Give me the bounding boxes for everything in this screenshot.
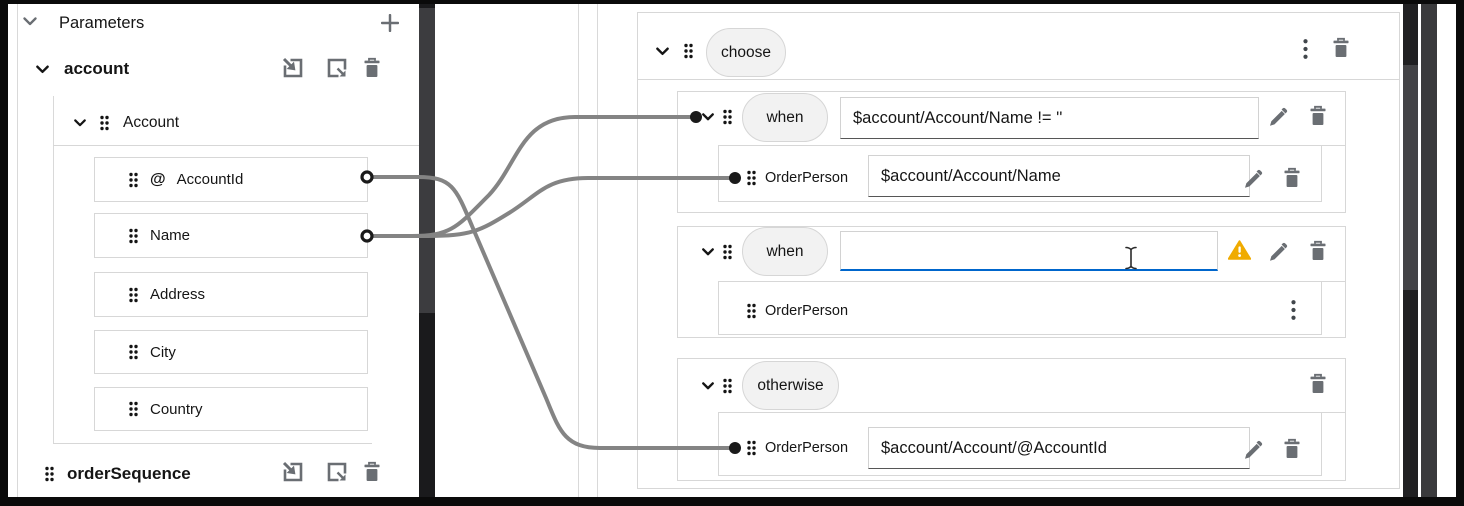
choose-delete-trash-icon[interactable] [1329, 36, 1353, 60]
when-2-delete-trash-icon[interactable] [1306, 239, 1330, 263]
tree-field-city[interactable]: City [94, 330, 368, 374]
when-2-node-pill[interactable]: when [742, 227, 828, 276]
parameters-panel-border [17, 4, 18, 497]
account-node-underline [53, 145, 419, 146]
orderperson-1-value-input[interactable] [868, 155, 1250, 197]
account-collapse-chevron-icon[interactable] [34, 63, 51, 76]
choose-node-pill[interactable]: choose [706, 28, 786, 77]
param-ordersequence-label: orderSequence [67, 464, 191, 483]
orderperson-2-label: OrderPerson [765, 303, 849, 319]
orderperson-3-label: OrderPerson [765, 440, 849, 456]
otherwise-node-pill[interactable]: otherwise [742, 361, 839, 410]
when-2-condition-input[interactable] [840, 231, 1218, 271]
grip-icon[interactable] [128, 344, 139, 360]
grip-icon[interactable] [722, 109, 733, 125]
panel-gap [1418, 4, 1421, 497]
tree-field-name[interactable]: Name [94, 213, 368, 258]
tree-node-account[interactable]: Account [74, 105, 179, 141]
when-1-delete-trash-icon[interactable] [1306, 104, 1330, 128]
docked-panel-edge [1421, 4, 1437, 497]
attribute-marker: @ [150, 170, 166, 188]
export-schema-icon[interactable] [325, 56, 349, 80]
when-1-edit-pencil-icon[interactable] [1266, 104, 1290, 128]
grip-icon[interactable] [746, 303, 757, 319]
tree-field-country[interactable]: Country [94, 387, 368, 431]
otherwise-delete-trash-icon[interactable] [1306, 372, 1330, 396]
grip-icon[interactable] [99, 115, 110, 131]
grip-icon[interactable] [722, 244, 733, 260]
choose-chevron-icon[interactable] [653, 45, 671, 58]
export-schema-icon[interactable] [325, 460, 349, 484]
import-schema-icon[interactable] [281, 56, 305, 80]
otherwise-separator [718, 412, 1346, 413]
docked-panel-strip [1437, 4, 1456, 497]
when-2-separator [718, 281, 1346, 282]
target-tree-guide-line [578, 4, 579, 497]
text-cursor-icon [1124, 246, 1138, 270]
account-node-chevron-icon[interactable] [74, 119, 86, 127]
tree-field-label: Name [150, 227, 191, 244]
when-1-separator [718, 145, 1346, 146]
when-1-node-pill[interactable]: when [742, 93, 828, 142]
grip-icon[interactable] [683, 43, 694, 59]
when-1-chevron-icon[interactable] [700, 111, 716, 123]
when-2-chevron-icon[interactable] [700, 246, 716, 258]
import-schema-icon[interactable] [281, 460, 305, 484]
orderperson-1-card [718, 146, 1322, 202]
orderperson-3-delete-trash-icon[interactable] [1280, 437, 1304, 461]
grip-icon[interactable] [128, 401, 139, 417]
tree-field-address[interactable]: Address [94, 272, 368, 317]
when-2-edit-pencil-icon[interactable] [1266, 239, 1290, 263]
delete-account-trash-icon[interactable] [360, 56, 384, 80]
left-panel-scrollbar-thumb[interactable] [419, 8, 435, 313]
orderperson-3-edit-pencil-icon[interactable] [1241, 437, 1265, 461]
mapping-panel-scrollbar-thumb[interactable] [1403, 65, 1418, 290]
when-1-condition-input[interactable] [840, 97, 1259, 139]
tree-field-accountid[interactable]: @ AccountId [94, 157, 368, 202]
grip-icon[interactable] [128, 172, 139, 188]
target-tree-guide-line [597, 4, 598, 497]
grip-icon[interactable] [746, 170, 757, 186]
choose-kebab-menu-icon[interactable] [1298, 36, 1312, 62]
grip-icon[interactable] [128, 228, 139, 244]
orderperson-2-kebab-menu-icon[interactable] [1286, 297, 1300, 323]
tree-field-label: Address [150, 286, 206, 303]
add-parameter-button[interactable] [379, 12, 401, 34]
tree-node-account-label: Account [123, 114, 180, 131]
subtree-bottom-line [53, 443, 372, 444]
warning-icon [1228, 240, 1251, 260]
grip-icon[interactable] [128, 287, 139, 303]
otherwise-chevron-icon[interactable] [700, 380, 716, 392]
subtree-guide-line [53, 96, 54, 443]
orderperson-3-value-input[interactable] [868, 427, 1250, 469]
tree-field-label: AccountId [176, 171, 244, 188]
orderperson-1-edit-pencil-icon[interactable] [1241, 166, 1265, 190]
delete-ordersequence-trash-icon[interactable] [360, 460, 384, 484]
grip-icon[interactable] [746, 440, 757, 456]
parameters-title: Parameters [59, 14, 145, 32]
grip-icon[interactable] [44, 466, 55, 482]
param-account-label: account [64, 59, 130, 78]
orderperson-1-delete-trash-icon[interactable] [1280, 166, 1304, 190]
orderperson-1-label: OrderPerson [765, 170, 849, 186]
tree-field-label: City [150, 343, 176, 361]
choose-row-separator [637, 79, 1400, 80]
tree-field-label: Country [150, 400, 203, 418]
parameters-collapse-chevron-icon[interactable] [21, 14, 39, 28]
param-ordersequence[interactable]: orderSequence [44, 460, 191, 488]
grip-icon[interactable] [722, 378, 733, 394]
